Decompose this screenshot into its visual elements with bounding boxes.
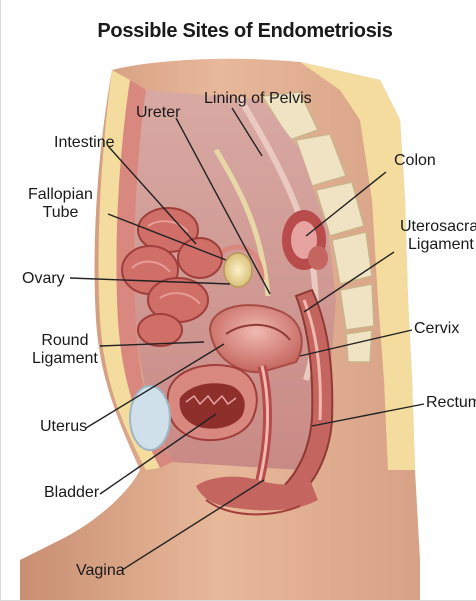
label-ovary: Ovary (22, 270, 65, 288)
label-intestine: Intestine (54, 134, 114, 152)
ovary-shape (224, 253, 252, 287)
label-round-ligament-line2: Ligament (32, 350, 98, 368)
label-cervix: Cervix (414, 320, 459, 338)
label-fallopian-tube: Fallopian Tube (28, 186, 93, 222)
label-uterosacral-ligament: Uterosacral Ligament (400, 218, 476, 254)
label-rectum: Rectum (426, 394, 476, 412)
label-lining-of-pelvis: Lining of Pelvis (204, 90, 312, 108)
label-bladder: Bladder (44, 484, 99, 502)
label-fallopian-tube-line1: Fallopian (28, 186, 93, 204)
label-colon: Colon (394, 152, 436, 170)
label-uterosacral-ligament-line1: Uterosacral (400, 218, 476, 236)
label-ureter: Ureter (136, 104, 180, 122)
label-uterosacral-ligament-line2: Ligament (400, 236, 476, 254)
label-fallopian-tube-line2: Tube (28, 204, 93, 222)
label-round-ligament-line1: Round (32, 332, 98, 350)
label-uterus: Uterus (40, 418, 87, 436)
label-round-ligament: Round Ligament (32, 332, 98, 368)
label-vagina: Vagina (76, 562, 125, 580)
pubic-bone (130, 386, 170, 450)
